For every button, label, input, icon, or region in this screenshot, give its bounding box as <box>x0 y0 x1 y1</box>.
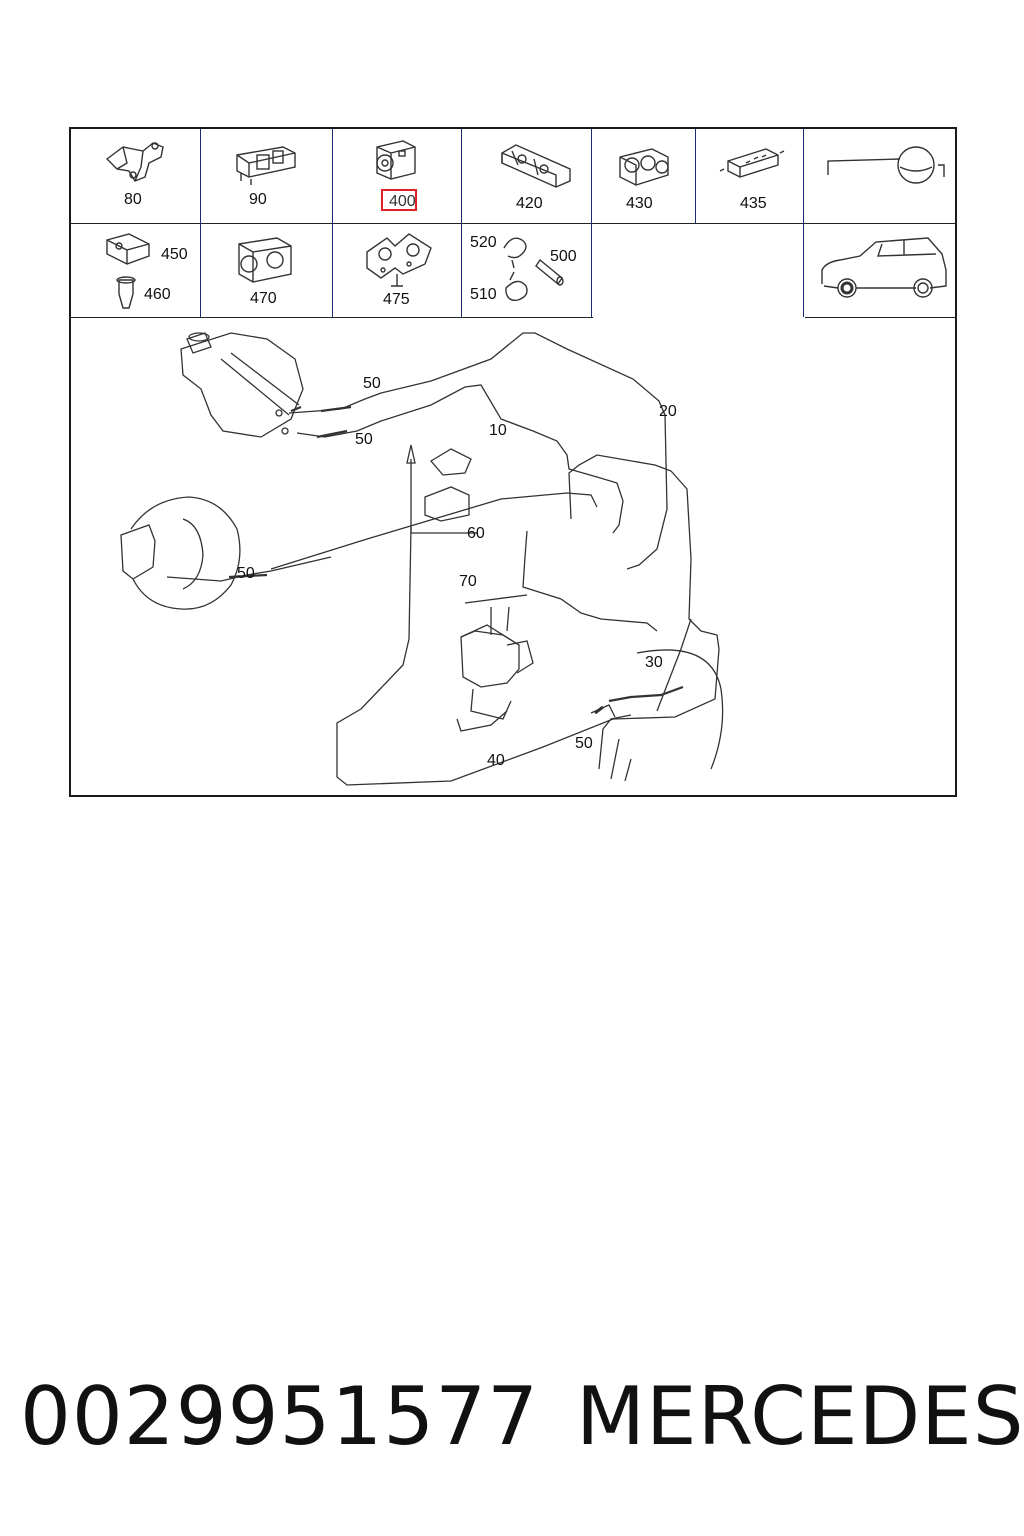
col-divider-1 <box>200 129 201 317</box>
col-divider-3 <box>461 129 462 317</box>
selected-part-highlight <box>381 189 417 211</box>
callout-50-mid: 50 <box>355 431 373 448</box>
clip-450-460-icon <box>106 233 150 309</box>
thumb-label-435: 435 <box>740 195 767 212</box>
thumb-cell-90[interactable]: 90 <box>201 129 332 223</box>
clip-470-icon <box>238 237 292 283</box>
thumb-cell-420[interactable]: 420 <box>462 129 591 223</box>
header-bottom-divider-right <box>805 317 957 318</box>
callout-40: 40 <box>487 752 505 769</box>
callout-10: 10 <box>489 422 507 439</box>
callout-50-top: 50 <box>363 375 381 392</box>
callout-60: 60 <box>467 525 485 542</box>
thumb-label-510: 510 <box>470 286 497 303</box>
thumb-cell-450-460[interactable]: 450 460 <box>71 224 200 317</box>
clip-400-icon <box>376 140 416 180</box>
front-disc-left <box>130 496 241 610</box>
col-divider-6 <box>803 129 804 317</box>
thumb-cell-475[interactable]: 475 <box>333 224 461 317</box>
clip-500-510-520-icon <box>503 237 564 302</box>
thumb-cell-430[interactable]: 430 <box>592 129 695 223</box>
clip-420-icon <box>501 144 571 188</box>
brake-booster-drawing <box>180 332 304 438</box>
thumb-label-430: 430 <box>626 195 653 212</box>
thumb-label-470: 470 <box>250 290 277 307</box>
callout-70: 70 <box>459 573 477 590</box>
col-divider-2 <box>332 129 333 317</box>
thumb-label-460: 460 <box>144 286 171 303</box>
bracket-70-drawing <box>424 486 470 522</box>
thumb-label-80: 80 <box>124 191 142 208</box>
thumb-cell-470[interactable]: 470 <box>201 224 332 317</box>
header-row-divider <box>71 223 957 224</box>
callout-30: 30 <box>645 654 663 671</box>
thumb-cell-435[interactable]: 435 <box>696 129 803 223</box>
thumb-cell-400[interactable]: 400 <box>333 129 461 223</box>
brake-line-schematic <box>120 332 724 786</box>
thumb-label-475: 475 <box>383 291 410 308</box>
thumb-cell-500-520[interactable]: 520 500 510 <box>462 224 591 317</box>
abs-hydraulic-unit <box>460 630 520 688</box>
thumb-label-520: 520 <box>470 234 497 251</box>
clip-90-icon <box>236 146 296 185</box>
footer-caption: 0029951577 MERCEDES <box>20 1370 1024 1463</box>
thumb-label-500: 500 <box>550 248 577 265</box>
bracket-60-drawing <box>430 448 472 476</box>
part-number: 0029951577 <box>20 1370 539 1463</box>
clip-430-icon <box>619 148 669 186</box>
vehicle-side-view-icon <box>821 237 947 298</box>
thumb-cell-view-top <box>804 129 957 223</box>
callout-50-rear: 50 <box>575 735 593 752</box>
thumb-label-90: 90 <box>249 191 267 208</box>
thumb-label-450: 450 <box>161 246 188 263</box>
vehicle-top-view-icon <box>827 146 945 184</box>
thumb-cell-80[interactable]: 80 <box>71 129 200 223</box>
col-divider-4 <box>591 129 592 317</box>
callout-50-left: 50 <box>237 565 255 582</box>
clip-80-icon <box>105 142 164 182</box>
clip-435-icon <box>719 148 785 178</box>
thumb-label-400: 400 <box>389 193 416 210</box>
parts-diagram-frame: 80 90 400 <box>69 127 957 797</box>
callout-20: 20 <box>659 403 677 420</box>
clip-475-icon <box>366 233 432 287</box>
header-bottom-divider-left <box>71 317 593 318</box>
thumb-cell-vehicle-side <box>804 224 957 317</box>
brand-name: MERCEDES <box>576 1370 1024 1463</box>
col-divider-5 <box>695 129 696 223</box>
thumb-label-420: 420 <box>516 195 543 212</box>
rear-wheel-drawing <box>636 649 724 770</box>
